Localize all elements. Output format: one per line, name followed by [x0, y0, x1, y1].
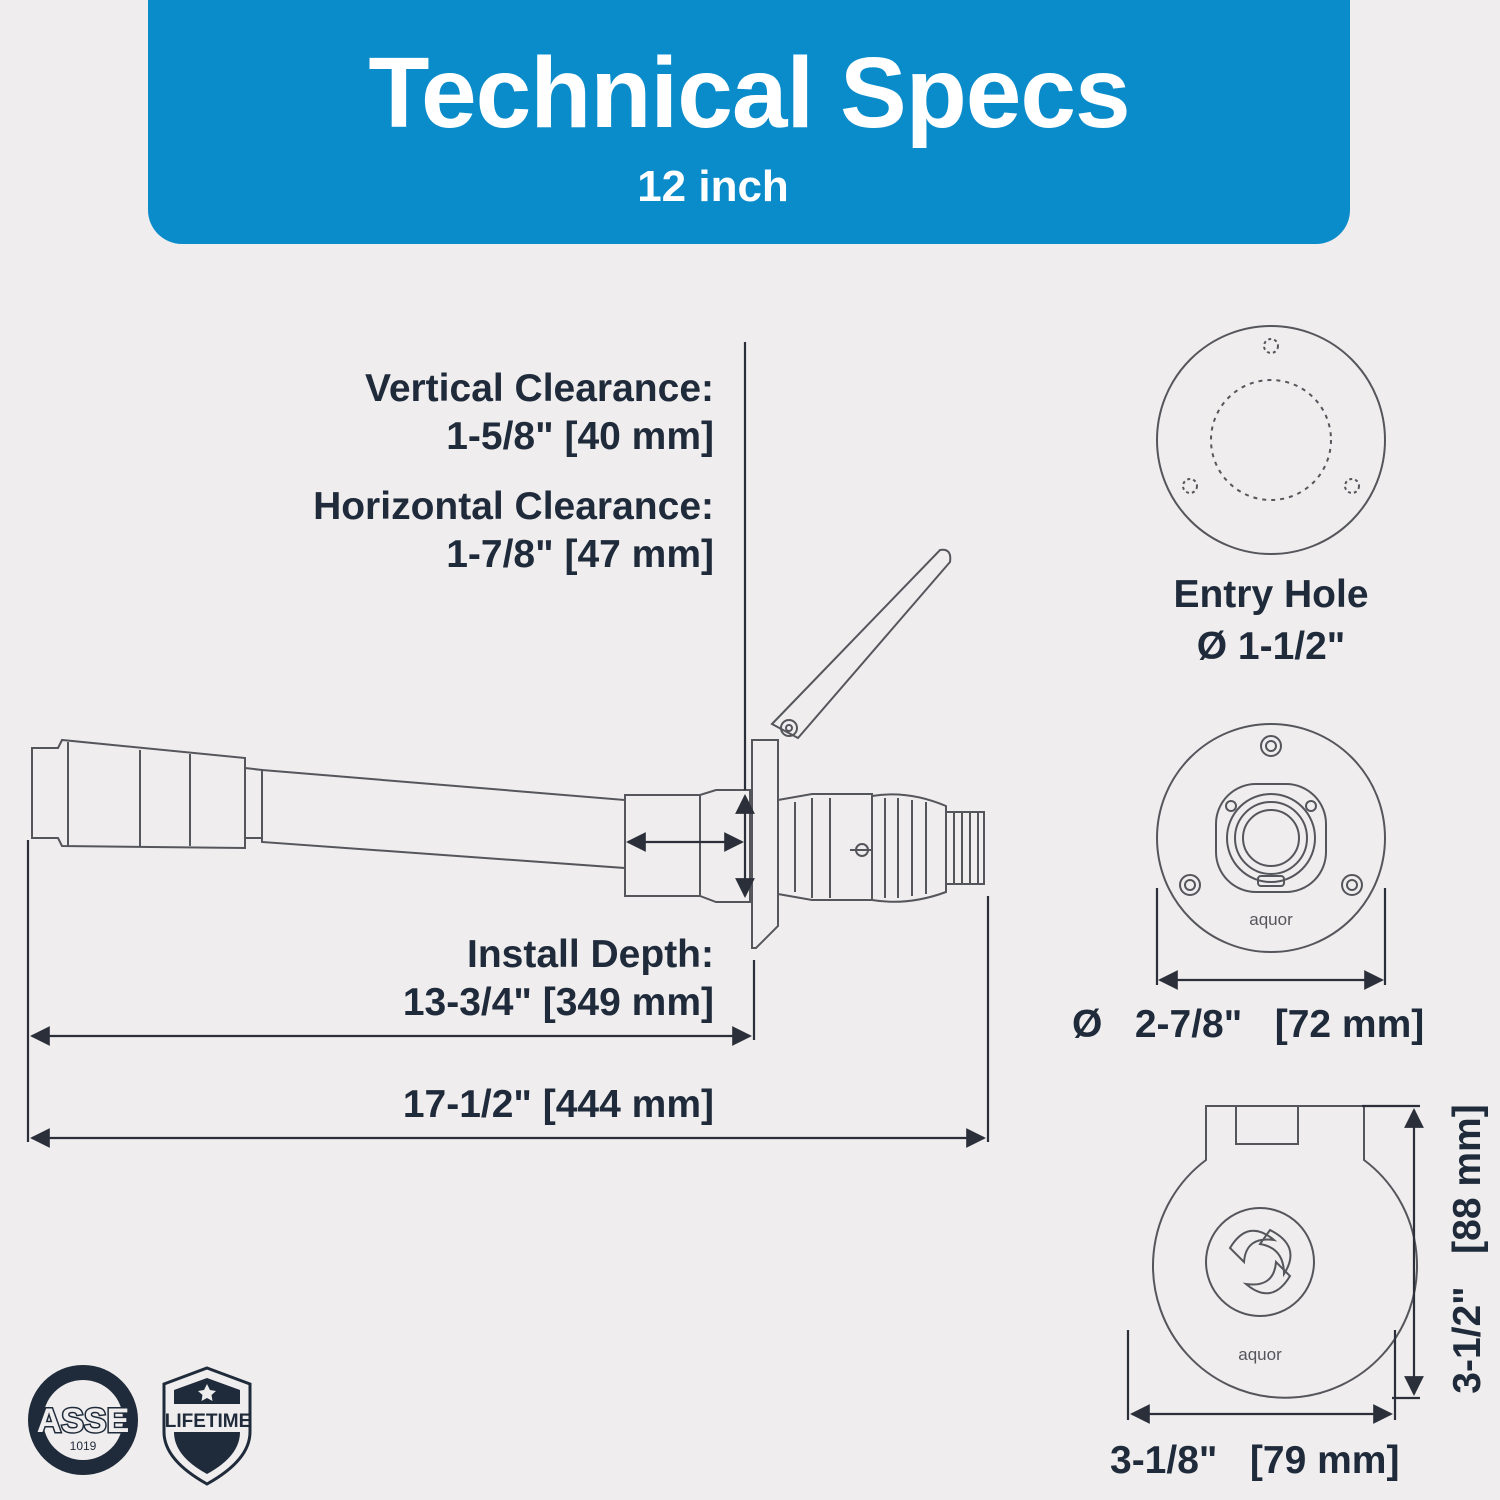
page-subtitle: 12 inch — [637, 162, 789, 211]
threaded-outlet — [945, 811, 985, 885]
entry-hole-template — [1156, 325, 1386, 555]
lifetime-warranty-badge: LIFETIME — [162, 1366, 252, 1486]
flange-brand-mark: aquor — [1249, 910, 1293, 929]
cover-brand-mark: aquor — [1238, 1345, 1282, 1364]
header-banner: Technical Specs 12 inch — [148, 0, 1350, 244]
faucet-side-view — [31, 548, 985, 949]
overall-length-value: 17-1/2" [444 mm] — [402, 1083, 714, 1126]
entry-hole-label: Entry Hole — [1173, 573, 1369, 616]
install-depth-value: 13-3/4" [349 mm] — [402, 981, 714, 1024]
install-depth-label: Install Depth: — [466, 933, 714, 976]
horizontal-clearance-label: Horizontal Clearance: — [313, 485, 714, 528]
svg-text:1019: 1019 — [70, 1439, 97, 1453]
svg-text:ASSE: ASSE — [37, 1402, 130, 1440]
lever-handle — [770, 548, 952, 740]
dimension-lines — [26, 342, 990, 1148]
swirl-logo-icon — [1228, 1228, 1292, 1295]
flange-diameter-value: Ø 2-7/8" [72 mm] — [1072, 1003, 1425, 1046]
flange-front-view — [1156, 723, 1386, 953]
vertical-clearance-value: 1-5/8" [40 mm] — [446, 415, 714, 458]
vertical-clearance-label: Vertical Clearance: — [364, 367, 714, 410]
flange-dimension — [1155, 888, 1387, 990]
knurled-collar — [871, 793, 947, 903]
star-icon — [198, 1384, 216, 1401]
page-title: Technical Specs — [368, 37, 1130, 149]
entry-hole-value: Ø 1-1/2" — [1196, 625, 1346, 668]
cover-dimensions — [1126, 1104, 1424, 1424]
cover-front-view — [1152, 1105, 1418, 1399]
pipe — [261, 768, 626, 870]
asse-badge: ASSE 1019 — [28, 1365, 138, 1475]
wall-flange-plate — [751, 739, 779, 949]
inlet-connector — [31, 738, 246, 850]
cover-height-value: 3-1/2" [88 mm] — [1446, 1104, 1489, 1394]
svg-text:LIFETIME: LIFETIME — [165, 1411, 252, 1432]
cover-width-value: 3-1/8" [79 mm] — [1110, 1439, 1400, 1482]
sleeve — [624, 789, 751, 903]
horizontal-clearance-value: 1-7/8" [47 mm] — [446, 533, 714, 576]
